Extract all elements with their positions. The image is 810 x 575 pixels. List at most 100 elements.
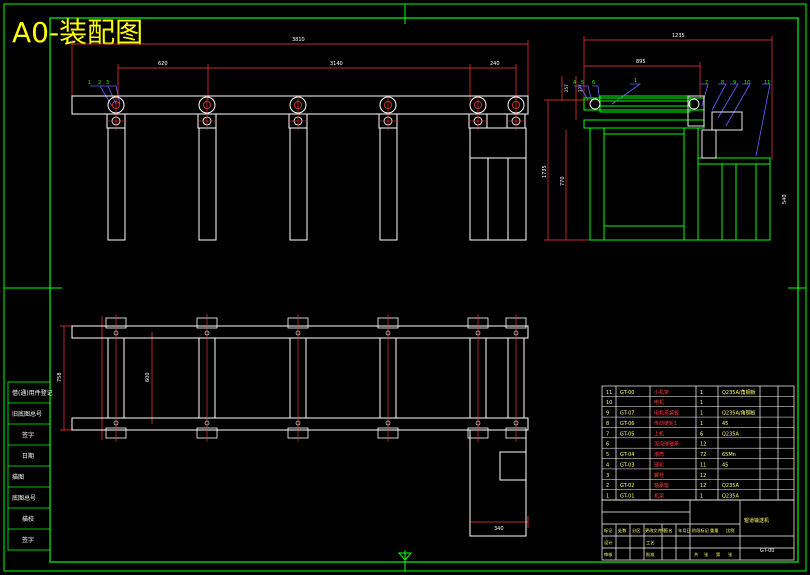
bom-cell-material: 45 bbox=[722, 421, 728, 427]
title-block bbox=[601, 499, 795, 561]
left-label: 描图 bbox=[12, 473, 24, 481]
title-role-cell: 工艺 bbox=[646, 540, 654, 545]
bom-cell-code: GT-00 bbox=[620, 390, 634, 396]
top-crossbars bbox=[105, 314, 527, 442]
bom-cell-name: 滚筒 bbox=[654, 451, 664, 458]
title-header-cell: 年月日 bbox=[678, 527, 691, 534]
bom-cell-no: 4 bbox=[606, 462, 609, 468]
title-drawing-no: GT-00 bbox=[760, 548, 774, 554]
bom-cell-qty: 12 bbox=[700, 442, 706, 448]
side-sub-dim: 895 bbox=[636, 59, 646, 65]
bom-row: 5 GT-04 滚筒 72 65Mn bbox=[602, 447, 794, 458]
roller-assembly bbox=[468, 95, 488, 130]
side-item-number: 1 bbox=[634, 78, 637, 84]
bom-cell-qty: 1 bbox=[700, 390, 703, 396]
bom-cell-no: 10 bbox=[606, 400, 612, 406]
bom-cell-code: GT-04 bbox=[620, 452, 634, 458]
side-height-dim: 540 bbox=[782, 194, 788, 204]
bom-cell-material: Q235A bbox=[722, 494, 739, 500]
front-dim: 620 bbox=[158, 61, 168, 67]
title-header-cell: 标记 bbox=[604, 527, 613, 534]
roller-assembly bbox=[506, 95, 526, 130]
bom-cell-name: 轴承座 bbox=[654, 482, 669, 489]
bom-cell-qty: 12 bbox=[700, 483, 706, 489]
top-inner-dim: 600 bbox=[145, 372, 151, 382]
bom-row: 2 GT-02 轴承座 12 Q235A bbox=[602, 479, 794, 489]
title-header-cell: 处数 bbox=[618, 527, 627, 534]
title-header-cell: 分区 bbox=[632, 527, 640, 534]
side-item-number: 10 bbox=[744, 80, 750, 86]
bom-cell-no: 6 bbox=[606, 442, 609, 448]
bom-cell-qty: 12 bbox=[700, 473, 706, 479]
bom-cell-qty: 1 bbox=[700, 411, 703, 417]
bom-cell-no: 7 bbox=[606, 431, 609, 437]
roller-assembly bbox=[288, 95, 308, 130]
front-rollers bbox=[106, 95, 526, 130]
side-small-dim: 257 bbox=[564, 84, 569, 92]
bom-cell-name: 机架 bbox=[654, 493, 664, 500]
bom-cell-name: 小机架 bbox=[654, 389, 669, 396]
bom-cell-no: 5 bbox=[606, 452, 609, 458]
bom-cell-name: 电机安装板 bbox=[654, 410, 679, 417]
bom-cell-material: 65Mn bbox=[722, 452, 736, 458]
side-item-number: 5 bbox=[581, 80, 584, 86]
bom-cell-material: Q235A bbox=[722, 431, 739, 437]
bom-cell-qty: 6 bbox=[700, 431, 703, 437]
bom-cell-name: 螺栓 bbox=[654, 472, 664, 479]
title-stage-cell: 比例 bbox=[726, 527, 734, 534]
bom-cell-code: GT-02 bbox=[620, 483, 634, 489]
bom-cell-qty: 72 bbox=[700, 452, 706, 458]
title-header-cell: 更改文件号 bbox=[645, 527, 666, 534]
side-item-number: 11 bbox=[764, 80, 770, 86]
side-height-dim: 770 bbox=[560, 176, 566, 186]
side-height-dim: 1735 bbox=[542, 165, 548, 178]
side-small-dim: 377 bbox=[578, 84, 583, 92]
cross-roller bbox=[377, 314, 399, 442]
cross-roller bbox=[287, 314, 309, 442]
front-item-number: 2 bbox=[98, 80, 101, 86]
front-view: 3810 620 3140 240 1 2 3 bbox=[71, 37, 529, 241]
left-label-column bbox=[7, 381, 51, 551]
side-item-number: 7 bbox=[705, 80, 708, 86]
title-sheet-cell: 第 bbox=[716, 551, 720, 558]
bom-cell-no: 8 bbox=[606, 421, 609, 427]
cross-roller bbox=[467, 314, 489, 442]
top-height-dim: 758 bbox=[57, 372, 63, 382]
roller-assembly bbox=[106, 95, 126, 130]
side-view: 1235 895 1735 770 540 257 377 4 5 6 1 7 … bbox=[542, 33, 788, 241]
bom-cell-no: 3 bbox=[606, 473, 609, 479]
side-item-number: 6 bbox=[592, 80, 595, 86]
title-role-cell: 设计 bbox=[604, 539, 612, 546]
left-label: 签字 bbox=[22, 431, 34, 439]
front-item-number: 3 bbox=[106, 80, 109, 86]
bom-cell-code: GT-03 bbox=[620, 462, 634, 468]
bom-cell-code: GT-06 bbox=[620, 421, 634, 427]
bom-cell-qty: 11 bbox=[700, 462, 706, 468]
side-item-number: 4 bbox=[573, 80, 576, 86]
bom-cell-name: 传动链轮1 bbox=[654, 420, 677, 427]
side-item-number: 8 bbox=[721, 80, 724, 86]
top-view: 758 600 340 bbox=[57, 314, 529, 537]
title-doc-name: 辊道输送机 bbox=[744, 517, 769, 524]
drawing-title: A0-装配图 bbox=[12, 16, 143, 49]
outer-frame bbox=[3, 3, 807, 572]
bom-cell-name: 深沟球轴承 bbox=[654, 441, 679, 448]
bom-row: 6 深沟球轴承 12 bbox=[602, 437, 794, 448]
front-dim: 240 bbox=[490, 61, 500, 67]
bom-cell-no: 2 bbox=[606, 483, 609, 489]
bom-cell-no: 9 bbox=[606, 411, 609, 417]
bom-cell-material: Q235A bbox=[722, 483, 739, 489]
front-dimensions bbox=[71, 40, 529, 100]
bom-cell-material: 45 bbox=[722, 462, 728, 468]
title-sheet-cell: 共 bbox=[694, 551, 698, 558]
left-label: 底图总号 bbox=[12, 494, 36, 502]
bom-cell-qty: 1 bbox=[700, 494, 703, 500]
bom-cell-no: 11 bbox=[606, 390, 612, 396]
bom-cell-code: GT-05 bbox=[620, 431, 634, 437]
bom-cell-no: 1 bbox=[606, 494, 609, 500]
front-item-number: 1 bbox=[88, 80, 91, 86]
